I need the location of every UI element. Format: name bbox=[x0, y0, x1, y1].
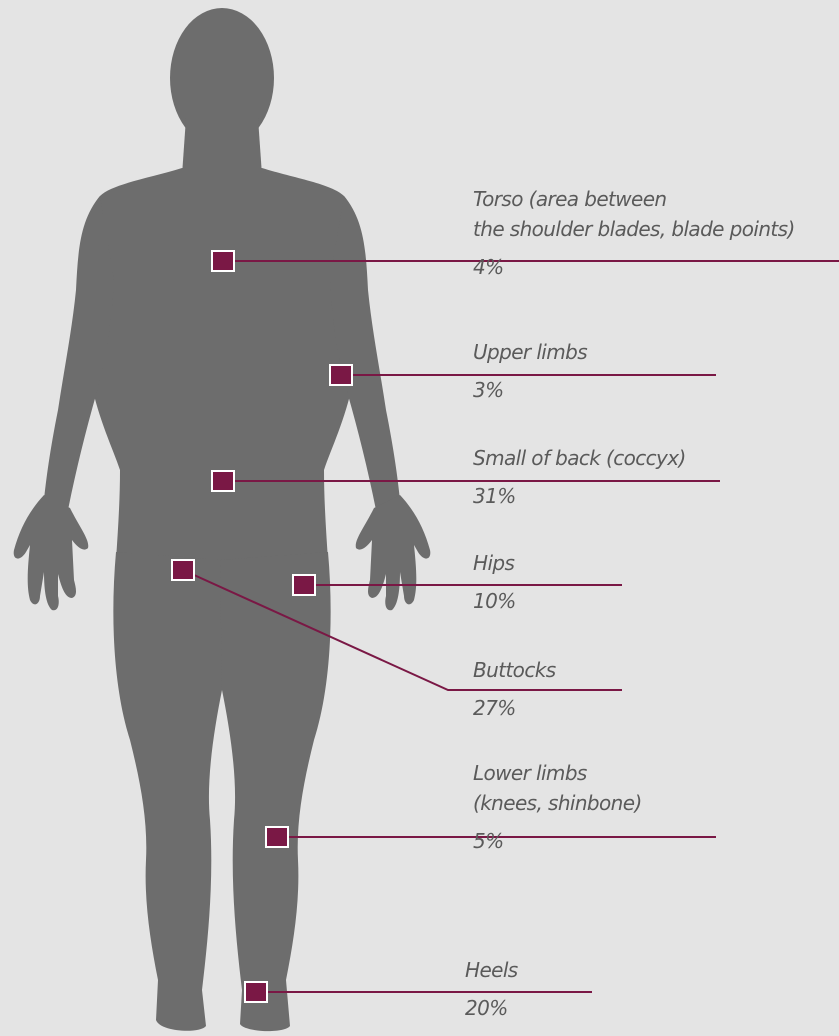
lower-limbs-label-line: (knees, shinbone) bbox=[473, 788, 642, 818]
torso-marker bbox=[212, 251, 234, 271]
hips-label: Hips 10% bbox=[473, 548, 516, 616]
lower-limbs-percent: 5% bbox=[473, 826, 642, 856]
heels-label: Heels 20% bbox=[465, 955, 518, 1023]
heels-label-line: Heels bbox=[465, 955, 518, 985]
heels-percent: 20% bbox=[465, 993, 518, 1023]
lower-limbs-marker bbox=[266, 827, 288, 847]
small-of-back-percent: 31% bbox=[473, 481, 686, 511]
buttocks-label: Buttocks 27% bbox=[473, 655, 556, 723]
heels-marker bbox=[245, 982, 267, 1002]
small-of-back-label: Small of back (coccyx) 31% bbox=[473, 443, 686, 511]
buttocks-percent: 27% bbox=[473, 693, 556, 723]
upper-limbs-marker bbox=[330, 365, 352, 385]
torso-label-line: the shoulder blades, blade points) bbox=[473, 214, 795, 244]
buttocks-marker bbox=[172, 560, 194, 580]
hips-label-line: Hips bbox=[473, 548, 516, 578]
hips-marker bbox=[293, 575, 315, 595]
upper-limbs-percent: 3% bbox=[473, 375, 587, 405]
buttocks-label-line: Buttocks bbox=[473, 655, 556, 685]
lower-limbs-label-line: Lower limbs bbox=[473, 758, 642, 788]
upper-limbs-label-line: Upper limbs bbox=[473, 337, 587, 367]
human-body-silhouette-icon bbox=[14, 8, 431, 1031]
small-of-back-marker bbox=[212, 471, 234, 491]
torso-label-line: Torso (area between bbox=[473, 184, 795, 214]
torso-percent: 4% bbox=[473, 252, 795, 282]
hips-percent: 10% bbox=[473, 586, 516, 616]
lower-limbs-label: Lower limbs(knees, shinbone) 5% bbox=[473, 758, 642, 856]
small-of-back-label-line: Small of back (coccyx) bbox=[473, 443, 686, 473]
upper-limbs-label: Upper limbs 3% bbox=[473, 337, 587, 405]
